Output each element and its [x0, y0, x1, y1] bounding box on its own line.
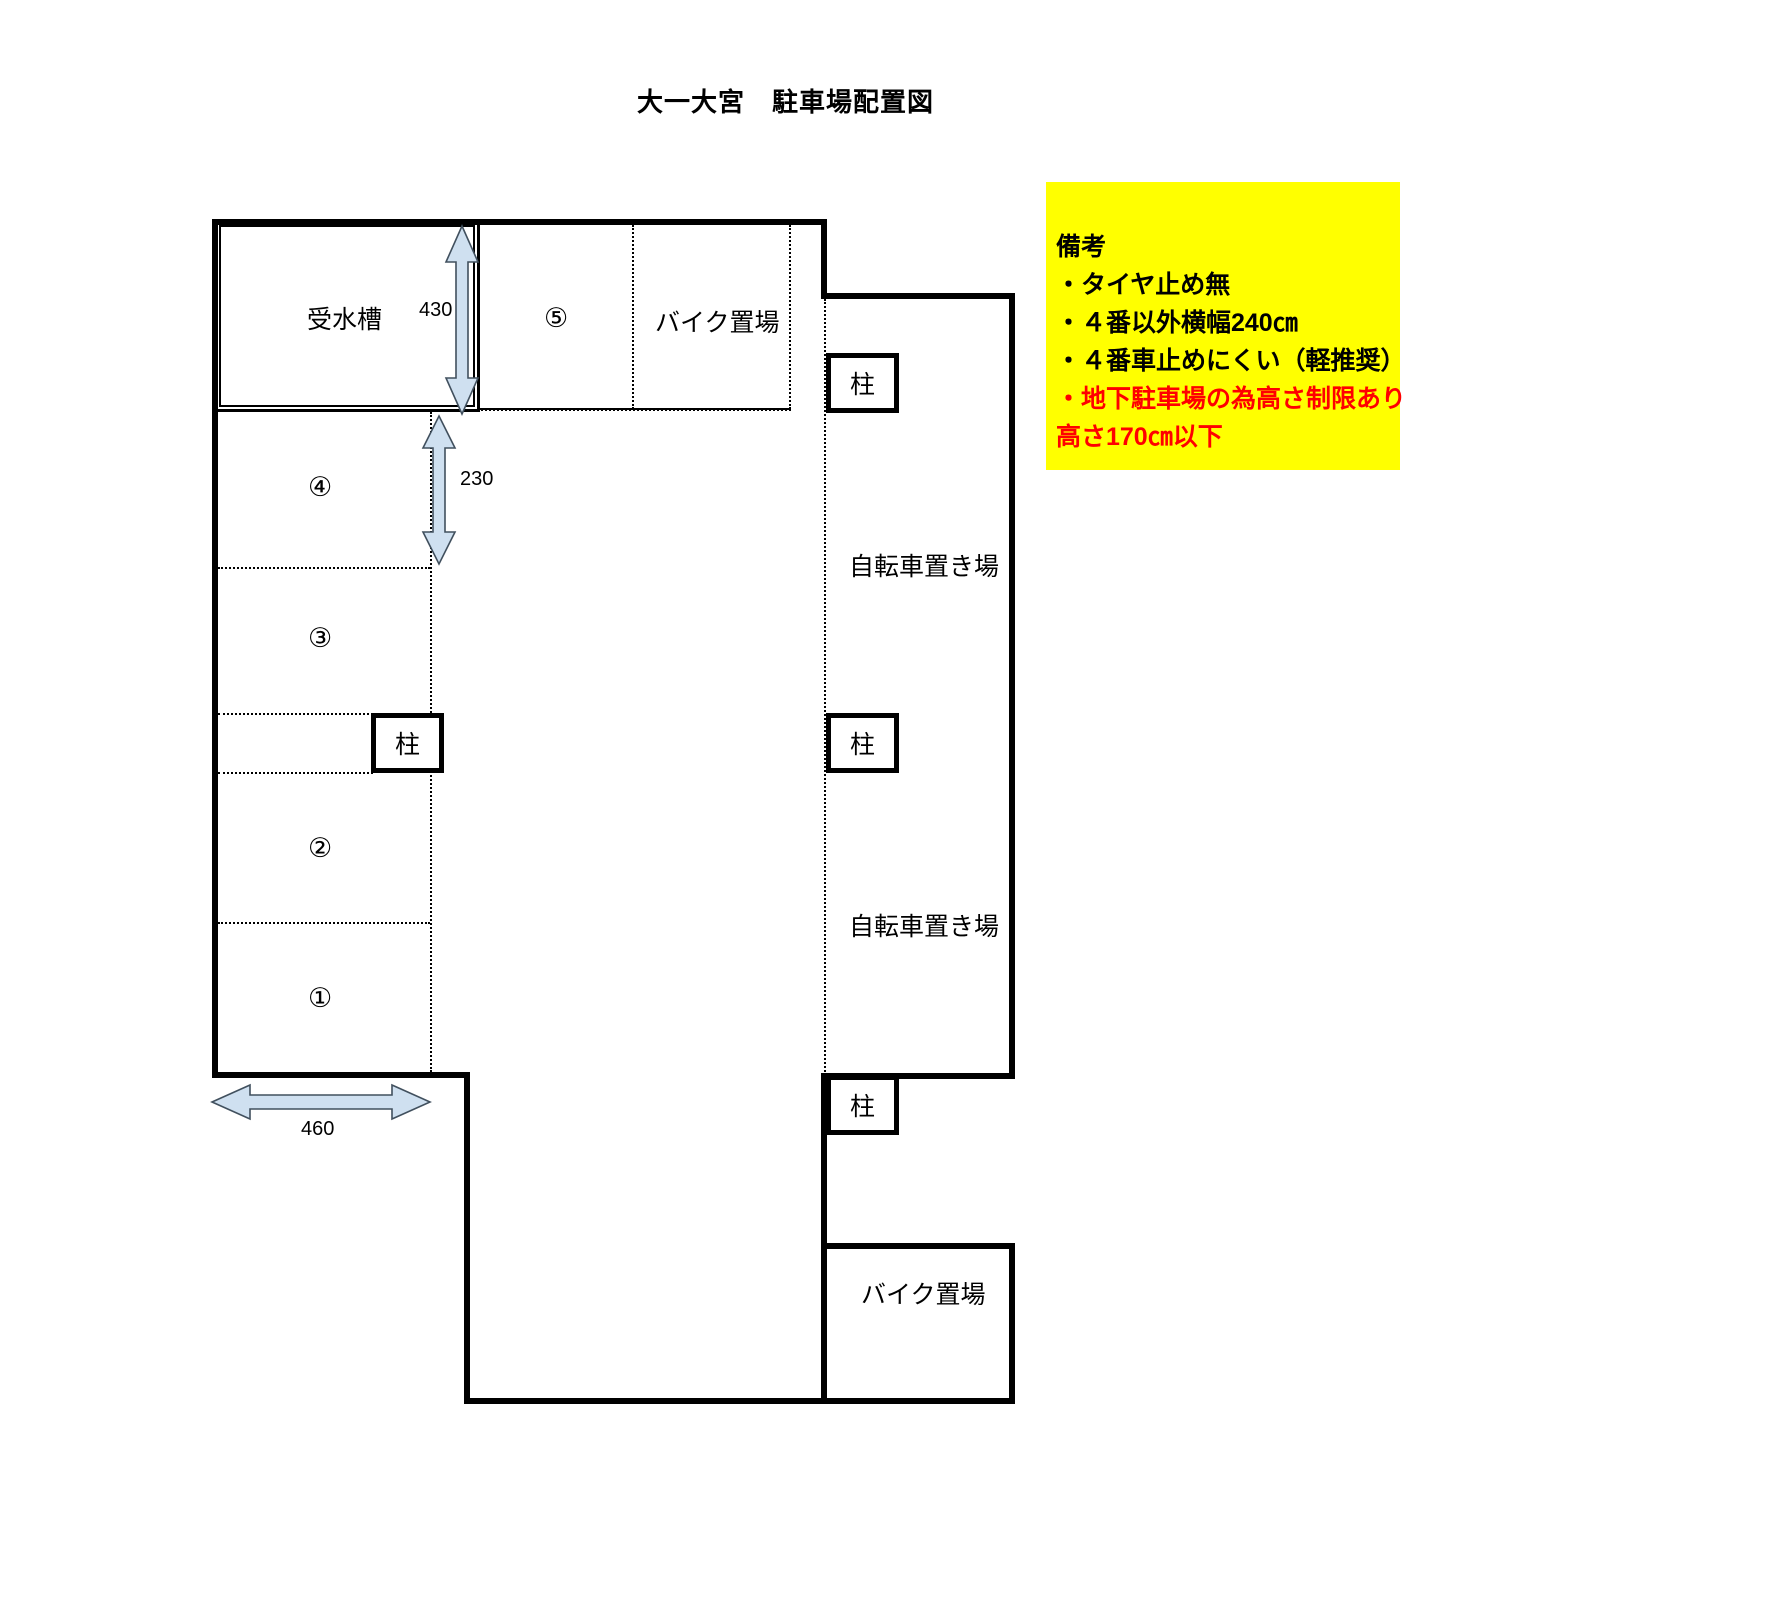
outline-upper-right: [821, 219, 827, 299]
outline-top: [212, 219, 827, 225]
outline-jog-top: [821, 293, 1015, 299]
pillar-right-bottom-label: 柱: [849, 1093, 875, 1121]
separator-gap-2: [218, 772, 373, 774]
remarks-line-2: ・４番以外横幅240㎝: [1056, 309, 1298, 337]
dimension-arrow-430: [444, 224, 480, 416]
dimension-label-460: 460: [301, 1118, 335, 1140]
dimension-arrow-460: [210, 1083, 432, 1121]
outline-bottom: [464, 1398, 1015, 1404]
water-tank-inner: [219, 225, 475, 407]
water-tank-outer: [214, 220, 480, 412]
dimension-label-230: 230: [460, 468, 494, 490]
stall-1-label: ①: [308, 983, 333, 1013]
bicycle-park-upper-label: 自転車置き場: [849, 553, 1000, 581]
pillar-right-top-label: 柱: [849, 371, 875, 399]
pillar-right-mid: 柱: [826, 713, 899, 773]
outline-lower-left-vert: [464, 1072, 470, 1404]
water-tank-label: 受水槽: [307, 306, 383, 334]
outline-left: [212, 219, 218, 1074]
stall-5-label: ⑤: [544, 303, 569, 333]
separator-2-1: [218, 922, 430, 924]
remarks-heading: 備考: [1056, 233, 1107, 261]
outline-bikepark-top: [821, 1243, 1015, 1249]
bicycle-park-lower-label: 自転車置き場: [849, 913, 1000, 941]
divider-stall5-bikepark: [632, 225, 634, 409]
pillar-right-mid-label: 柱: [849, 731, 875, 759]
pillar-right-top: 柱: [826, 353, 899, 413]
remarks-line-3: ・４番車止めにくい（軽推奨）: [1056, 347, 1406, 375]
remarks-line-4: ・地下駐車場の為高さ制限あり: [1056, 385, 1407, 413]
separator-4-3: [218, 567, 430, 569]
remarks-line-5: 高さ170㎝以下: [1056, 423, 1223, 451]
outline-jog-bottom: [821, 1073, 1015, 1079]
stall-2-label: ②: [308, 833, 333, 863]
stall-3-label: ③: [308, 623, 333, 653]
separator-3-gap: [218, 713, 373, 715]
dimension-arrow-230: [421, 414, 457, 566]
pillar-right-bottom: 柱: [826, 1075, 899, 1135]
outline-left-bottom: [212, 1072, 470, 1078]
remarks-box: 備考 ・タイヤ止め無 ・４番以外横幅240㎝ ・４番車止めにくい（軽推奨） ・地…: [1046, 182, 1406, 470]
bicycle-area-left-bound: [824, 299, 826, 1243]
bike-park-top-label: バイク置場: [655, 309, 780, 337]
pillar-left: 柱: [371, 713, 444, 773]
bikepark-top-right-bound: [789, 225, 791, 409]
pillar-left-label: 柱: [394, 731, 420, 759]
stall-4-label: ④: [308, 472, 333, 502]
outline-bikepark-right: [1009, 1243, 1015, 1404]
upper-row-bottom-dotted: [478, 409, 791, 411]
outline-far-right-upper: [1009, 293, 1015, 1079]
bike-park-bottom-label: バイク置場: [861, 1281, 986, 1309]
dimension-label-430: 430: [419, 299, 453, 321]
page-title: 大一大宮 駐車場配置図: [637, 87, 935, 117]
remarks-line-1: ・タイヤ止め無: [1056, 271, 1231, 299]
